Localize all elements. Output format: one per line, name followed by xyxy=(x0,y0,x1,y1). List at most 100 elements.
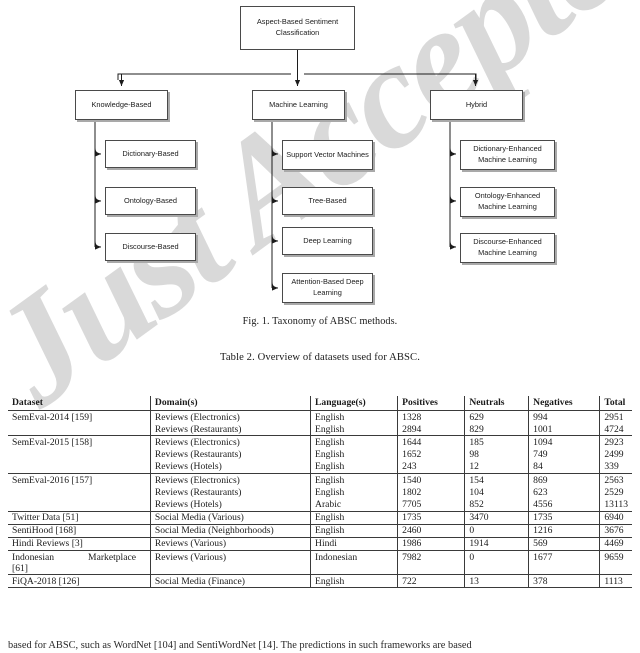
cell-positives: 2894 xyxy=(397,423,465,436)
node-knowledge-based: Knowledge-Based xyxy=(75,90,168,120)
cell-total: 4724 xyxy=(599,423,632,436)
cell-negatives: 623 xyxy=(528,486,600,499)
cell-neutrals: 1914 xyxy=(464,536,529,551)
node-hybrid: Hybrid xyxy=(430,90,523,120)
cell-positives: 7982 xyxy=(397,550,465,575)
cell-positives: 1986 xyxy=(397,536,465,551)
datasets-table: Dataset Domain(s) Language(s) Positives … xyxy=(8,396,632,589)
figure-caption: Fig. 1. Taxonomy of ABSC methods. xyxy=(242,316,398,327)
cell-language: English xyxy=(310,423,398,436)
cell-domain: Reviews (Electronics) xyxy=(149,410,311,424)
cell-domain: Reviews (Restaurants) xyxy=(149,486,311,499)
table-row: SemEval-2016 [157]Reviews (Electronics)E… xyxy=(8,472,632,487)
cell-language: Hindi xyxy=(310,536,398,551)
table-header-row: Dataset Domain(s) Language(s) Positives … xyxy=(8,396,632,411)
cell-dataset xyxy=(8,486,150,498)
cell-language: Indonesian xyxy=(310,550,398,575)
cell-total: 2529 xyxy=(599,486,632,499)
cell-dataset: SemEval-2015 [158] xyxy=(8,435,151,449)
cell-language: English xyxy=(310,486,398,499)
cell-positives: 1644 xyxy=(397,435,465,449)
cell-dataset: Hindi Reviews [3] xyxy=(8,536,151,551)
cell-neutrals: 154 xyxy=(464,472,529,487)
cell-language: English xyxy=(310,460,398,474)
node-dictionary-based-label: Dictionary-Based xyxy=(122,148,179,158)
cell-neutrals: 852 xyxy=(464,498,529,511)
node-deep-learning: Deep Learning xyxy=(282,227,373,255)
col-header-negatives: Negatives xyxy=(528,396,600,411)
node-root: Aspect-Based Sentiment Classification xyxy=(240,6,355,50)
cell-neutrals: 13 xyxy=(464,574,529,589)
node-tree-based: Tree-Based xyxy=(282,187,373,215)
cell-total: 2563 xyxy=(599,472,632,487)
cell-negatives: 869 xyxy=(528,472,600,487)
cell-language: English xyxy=(310,574,398,589)
table-row: SentiHood [168]Social Media (Neighborhoo… xyxy=(8,523,632,538)
cell-neutrals: 629 xyxy=(464,410,529,424)
cell-negatives: 378 xyxy=(528,574,600,589)
cell-dataset xyxy=(8,449,150,461)
taxonomy-connectors xyxy=(94,50,479,291)
cell-positives: 1735 xyxy=(397,510,465,525)
table-row: SemEval-2015 [158]Reviews (Electronics)E… xyxy=(8,435,632,449)
body-paragraph-fragment: based for ABSC, such as WordNet [104] an… xyxy=(8,640,472,651)
cell-dataset: SentiHood [168] xyxy=(8,523,151,538)
cell-neutrals: 0 xyxy=(464,550,529,575)
node-hybrid-label: Hybrid xyxy=(465,99,488,109)
cell-positives: 243 xyxy=(397,460,465,474)
cell-domain: Social Media (Neighborhoods) xyxy=(149,523,311,538)
node-dictionary-based: Dictionary-Based xyxy=(105,140,196,168)
cell-domain: Social Media (Finance) xyxy=(149,574,311,589)
cell-negatives: 1735 xyxy=(528,510,600,525)
col-header-dataset: Dataset xyxy=(8,396,151,411)
cell-domain: Reviews (Electronics) xyxy=(149,435,311,449)
node-attention-based-deep-learning-label: Attention-Based Deep Learning xyxy=(291,277,364,297)
cell-domain: Reviews (Various) xyxy=(149,550,311,575)
node-machine-learning-label: Machine Learning xyxy=(269,99,328,109)
cell-dataset xyxy=(8,461,150,474)
cell-dataset: FiQA-2018 [126] xyxy=(8,574,151,589)
cell-negatives: 569 xyxy=(528,536,600,551)
node-machine-learning: Machine Learning xyxy=(252,90,345,120)
cell-domain: Reviews (Hotels) xyxy=(149,498,311,511)
cell-total: 9659 xyxy=(599,550,632,575)
table-row: SemEval-2014 [159]Reviews (Electronics)E… xyxy=(8,410,632,424)
cell-negatives: 84 xyxy=(528,460,600,474)
col-header-domain: Domain(s) xyxy=(149,396,311,411)
cell-dataset: SemEval-2016 [157] xyxy=(8,472,151,487)
cell-negatives: 1216 xyxy=(528,523,600,538)
cell-neutrals: 12 xyxy=(464,460,529,474)
cell-positives: 2460 xyxy=(397,523,465,538)
node-dictionary-enhanced-ml: Dictionary-Enhanced Machine Learning xyxy=(460,140,555,170)
cell-neutrals: 98 xyxy=(464,448,529,461)
node-tree-based-label: Tree-Based xyxy=(308,195,347,205)
cell-positives: 7705 xyxy=(397,498,465,511)
node-discourse-based: Discourse-Based xyxy=(105,233,196,261)
cell-positives: 1540 xyxy=(397,472,465,487)
cell-negatives: 994 xyxy=(528,410,600,424)
cell-total: 6940 xyxy=(599,510,632,525)
node-root-label: Aspect-Based Sentiment Classification xyxy=(256,17,339,37)
cell-language: English xyxy=(310,472,398,487)
cell-total: 13113 xyxy=(599,498,632,511)
cell-domain: Reviews (Restaurants) xyxy=(149,448,311,461)
table-body: SemEval-2014 [159]Reviews (Electronics)E… xyxy=(8,410,632,589)
node-support-vector-machines-label: Support Vector Machines xyxy=(286,149,369,159)
cell-neutrals: 104 xyxy=(464,486,529,499)
cell-domain: Reviews (Restaurants) xyxy=(149,423,311,436)
cell-language: English xyxy=(310,510,398,525)
col-header-neutrals: Neutrals xyxy=(464,396,529,411)
cell-total: 339 xyxy=(599,460,632,474)
cell-domain: Reviews (Hotels) xyxy=(149,460,311,474)
node-knowledge-based-label: Knowledge-Based xyxy=(91,99,152,109)
node-ontology-enhanced-ml-label: Ontology-Enhanced Machine Learning xyxy=(474,191,541,211)
table-row: Twitter Data [51]Social Media (Various)E… xyxy=(8,510,632,525)
cell-dataset xyxy=(8,423,150,436)
